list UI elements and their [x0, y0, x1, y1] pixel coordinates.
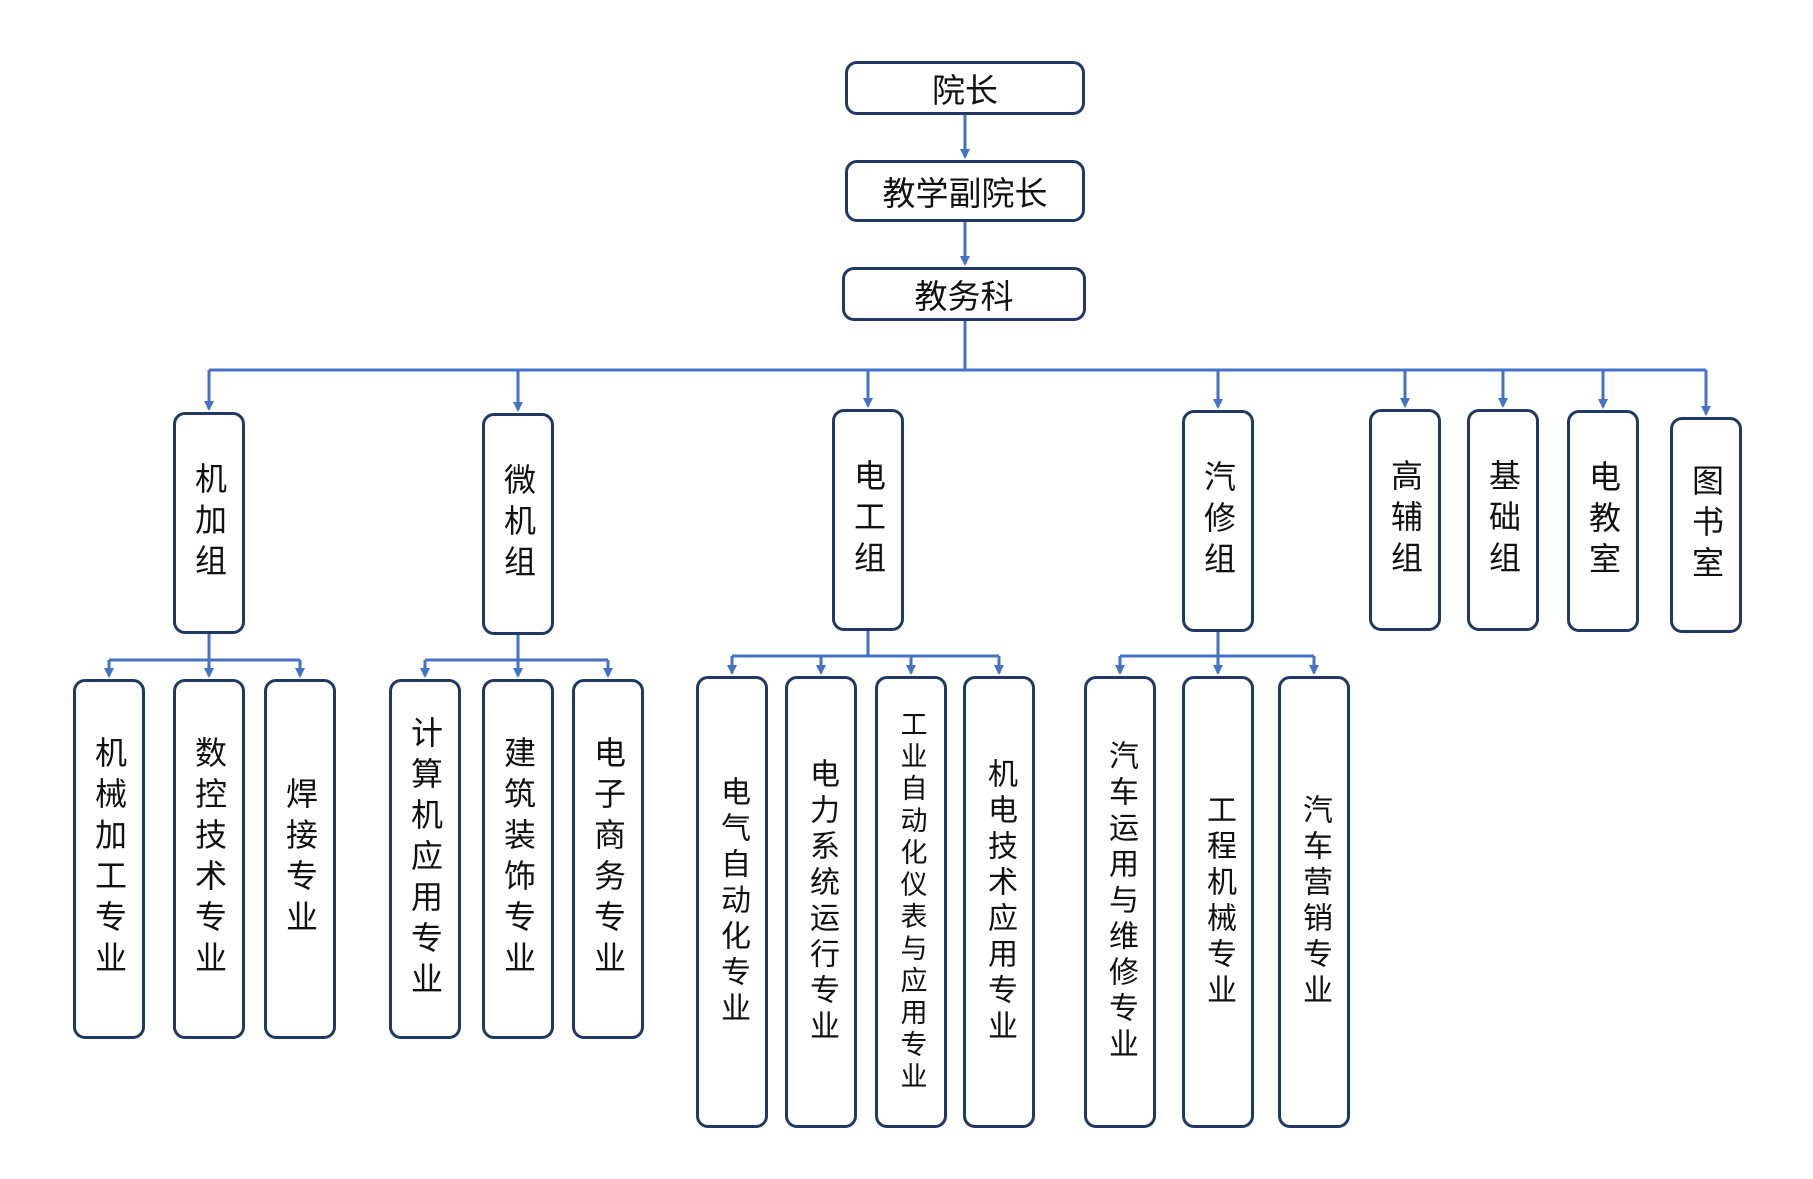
major-box: 汽车营销专业 — [1278, 676, 1350, 1128]
academic-office-box: 教务科 — [842, 267, 1086, 321]
group-box-foundation: 基础组 — [1467, 409, 1539, 631]
major-label: 建筑装饰专业 — [499, 736, 537, 982]
major-label: 电力系统运行专业 — [804, 758, 839, 1046]
major-label: 汽车营销专业 — [1297, 794, 1332, 1010]
academic-office-label: 教务科 — [914, 277, 1014, 316]
major-label: 计算机应用专业 — [406, 715, 444, 1003]
major-box: 数控技术专业 — [173, 679, 245, 1039]
major-label: 电气自动化专业 — [715, 776, 750, 1028]
group-box-machining: 机加组 — [173, 412, 245, 634]
group-box-higher-aux: 高辅组 — [1369, 409, 1441, 631]
major-label: 工程机械专业 — [1201, 794, 1236, 1010]
major-box: 机械加工专业 — [73, 679, 145, 1039]
major-label: 焊接专业 — [281, 777, 319, 941]
group-label: 图书室 — [1687, 463, 1725, 587]
major-label: 电子商务专业 — [589, 736, 627, 982]
major-box: 机电技术应用专业 — [963, 676, 1035, 1128]
major-label: 机械加工专业 — [90, 736, 128, 982]
vice-dean-label: 教学副院长 — [882, 174, 1048, 213]
group-box-computer: 微机组 — [482, 413, 554, 635]
dean-label: 院长 — [932, 71, 998, 110]
group-label: 汽修组 — [1199, 459, 1237, 583]
major-box: 计算机应用专业 — [389, 679, 461, 1039]
group-box-electrical: 电工组 — [832, 409, 904, 631]
major-label: 工业自动化仪表与应用专业 — [895, 710, 927, 1094]
major-box: 汽车运用与维修专业 — [1084, 676, 1156, 1128]
group-label: 微机组 — [499, 462, 537, 586]
major-box: 电力系统运行专业 — [785, 676, 857, 1128]
major-box: 焊接专业 — [264, 679, 336, 1039]
major-box: 工程机械专业 — [1182, 676, 1254, 1128]
vice-dean-box: 教学副院长 — [845, 160, 1085, 222]
group-label: 高辅组 — [1386, 458, 1424, 582]
dean-box: 院长 — [845, 61, 1085, 115]
major-label: 数控技术专业 — [190, 736, 228, 982]
group-box-av-room: 电教室 — [1567, 410, 1639, 632]
major-box: 电气自动化专业 — [696, 676, 768, 1128]
major-box: 电子商务专业 — [572, 679, 644, 1039]
major-label: 机电技术应用专业 — [982, 758, 1017, 1046]
group-label: 基础组 — [1484, 458, 1522, 582]
group-box-auto-repair: 汽修组 — [1182, 410, 1254, 632]
major-label: 汽车运用与维修专业 — [1103, 740, 1138, 1064]
major-box: 建筑装饰专业 — [482, 679, 554, 1039]
group-box-library: 图书室 — [1670, 417, 1742, 633]
group-label: 电工组 — [849, 458, 887, 582]
major-box: 工业自动化仪表与应用专业 — [875, 676, 947, 1128]
group-label: 机加组 — [190, 461, 228, 585]
group-label: 电教室 — [1584, 459, 1622, 583]
